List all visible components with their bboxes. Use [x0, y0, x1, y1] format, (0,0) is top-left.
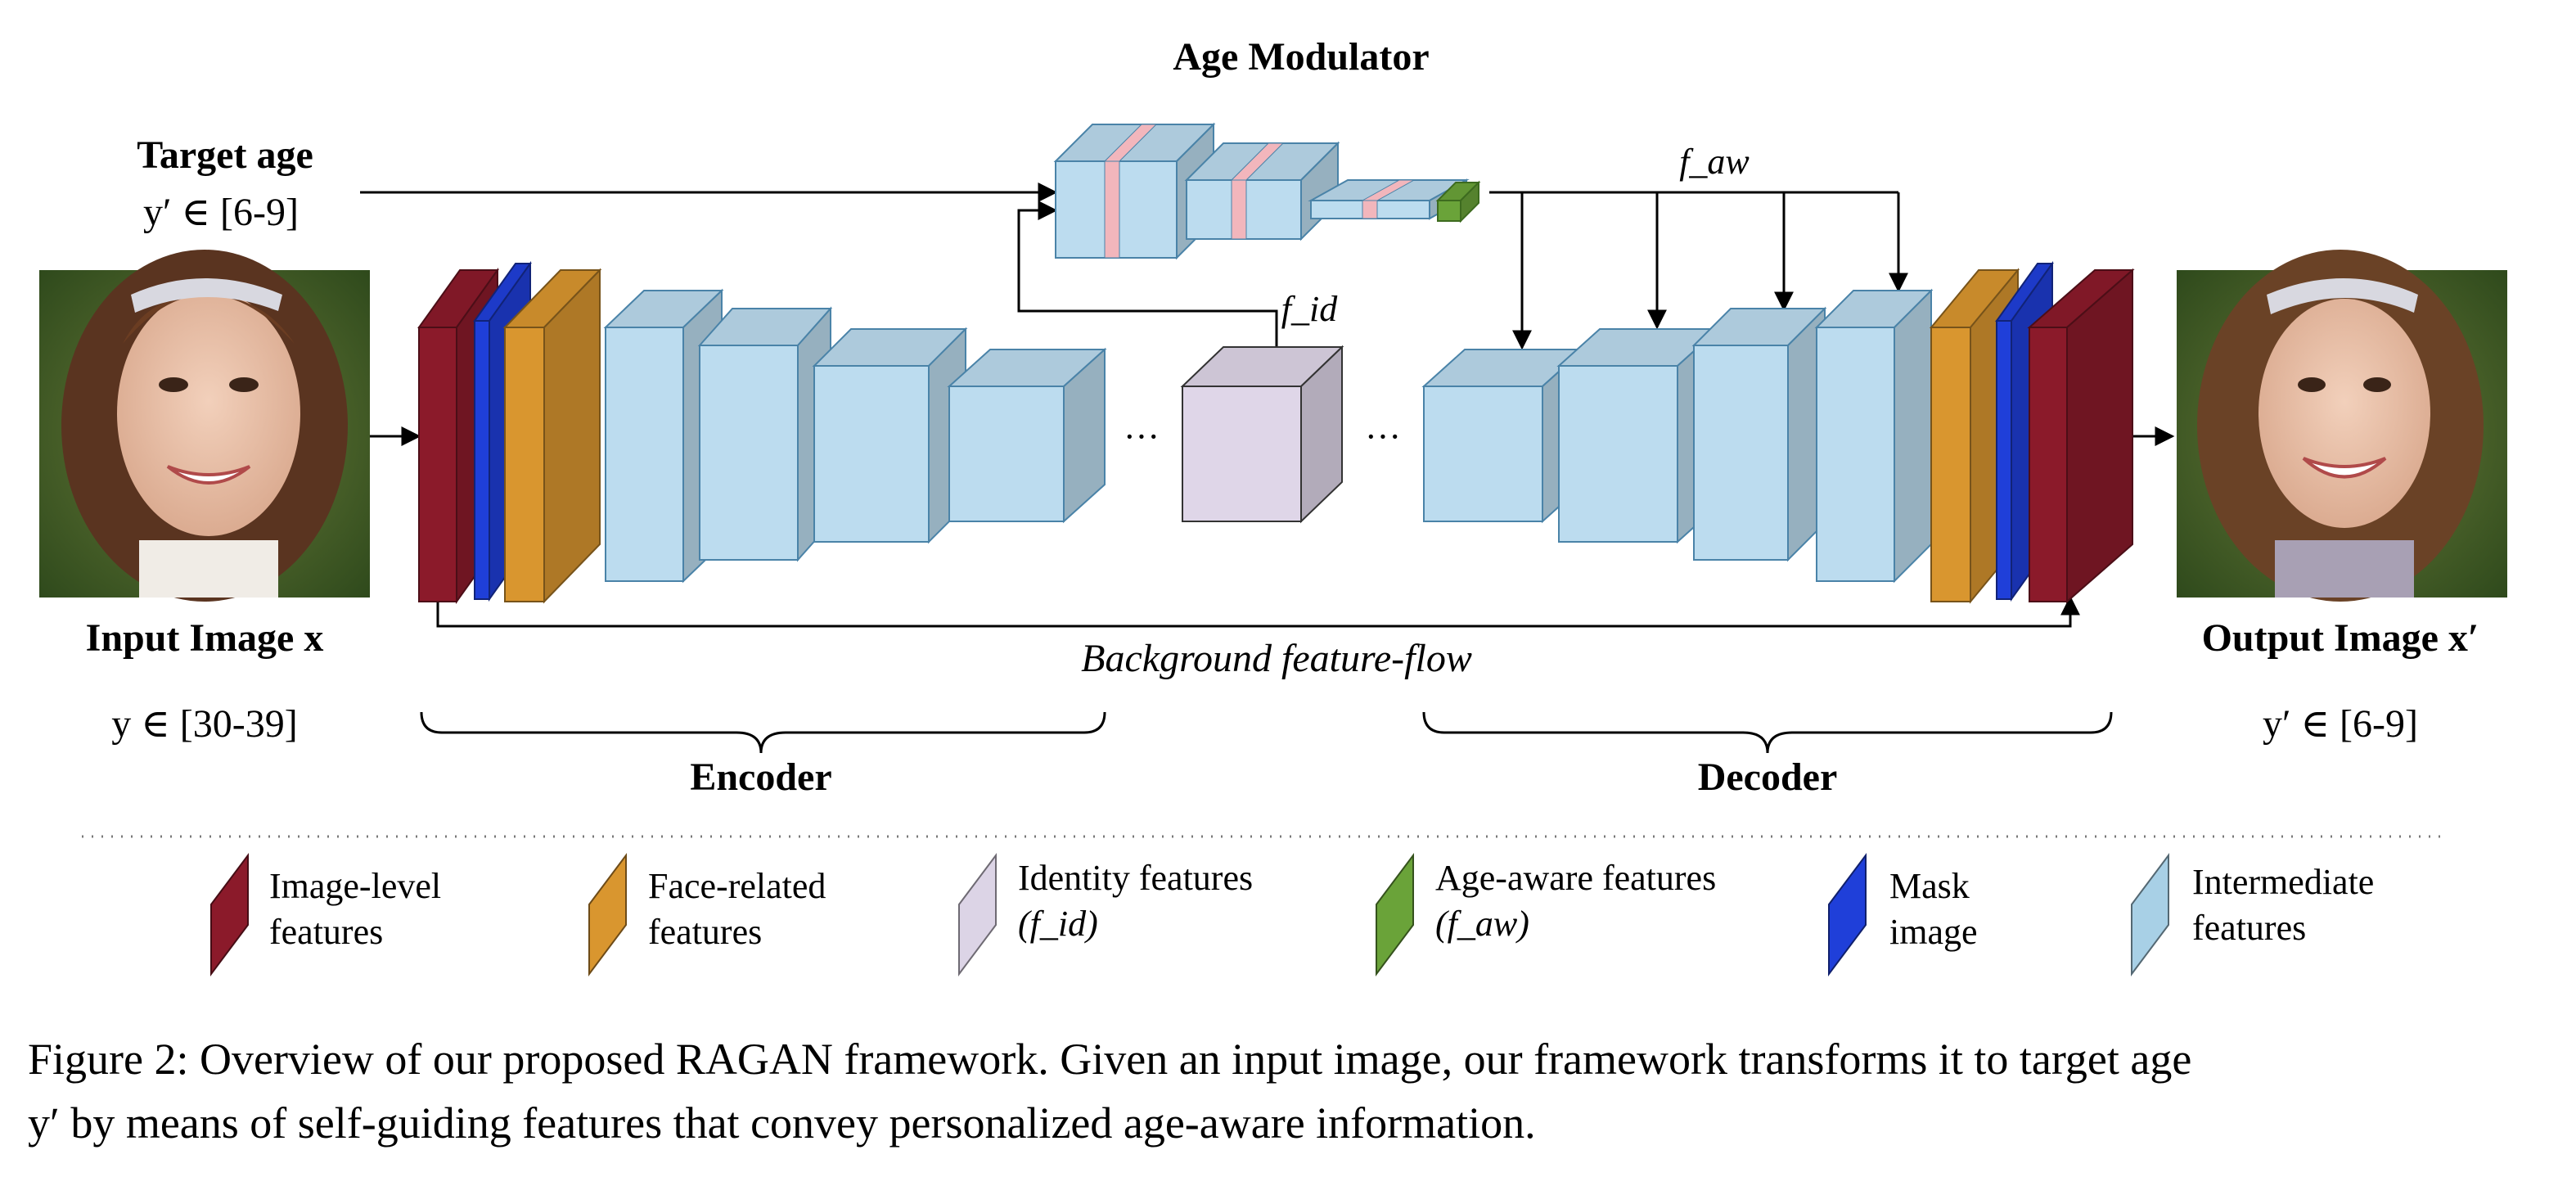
identity-feature-block-front — [1182, 386, 1302, 522]
legend-swatch-image-level — [210, 853, 249, 976]
decoder-label: Decoder — [1698, 755, 1838, 799]
decoder-intermediate-block-1-front — [1423, 386, 1543, 522]
legend-swatch-intermediate — [2131, 853, 2169, 976]
legend-face-related-line1: Face-related — [648, 866, 826, 906]
legend-intermediate-line1: Intermediate — [2192, 862, 2375, 902]
encoder-brace — [420, 711, 1106, 754]
decoder-intermediate-block-3 — [1691, 306, 1827, 562]
decoder-face-related-block-front — [1930, 327, 1971, 602]
encoder-intermediate-block-3-front — [813, 365, 930, 543]
encoder-intermediate-block-2 — [697, 306, 833, 562]
decoder-mask-block-front — [1996, 320, 2012, 600]
encoder-face-related-block-front — [504, 327, 545, 602]
legend-intermediate-line2: features — [2192, 908, 2307, 948]
decoder-brace — [1422, 711, 2113, 754]
modulator-block-2 — [1184, 141, 1340, 241]
encoder-image-level-block-front — [418, 327, 457, 602]
modulator-block-3-stripe-top — [1361, 179, 1416, 201]
legend-identity-line2: (f_id) — [1018, 904, 1098, 944]
age-modulator-title: Age Modulator — [1173, 35, 1429, 79]
output-image-label: Output Image x′ — [2202, 616, 2479, 660]
encoder-label: Encoder — [690, 755, 831, 799]
modulator-block-1-stripe-top — [1103, 124, 1158, 162]
caption-line-1: Figure 2: Overview of our proposed RAGAN… — [28, 1035, 2192, 1084]
output-photo — [2177, 250, 2507, 602]
legend-mask: Mask image — [1870, 864, 1978, 955]
legend-identity: Identity features (f_id) — [998, 855, 1253, 947]
f-id-feedback-arrow — [1017, 201, 1278, 348]
target-age-range: y′ ∈ [6-9] — [143, 191, 299, 234]
encoder-intermediate-block-1-front — [605, 327, 684, 582]
connection-lines — [360, 183, 2175, 754]
age-aware-feature-block-front — [1437, 200, 1461, 222]
legend-swatches — [210, 853, 2169, 976]
f-id-label: f_id — [1281, 289, 1338, 329]
output-age-range: y′ ∈ [6-9] — [2263, 702, 2418, 746]
encoder-intermediate-block-2-front — [699, 345, 799, 561]
legend-swatch-identity — [958, 853, 997, 976]
f-aw-label: f_aw — [1679, 142, 1750, 182]
decoder-intermediate-block-2-front — [1558, 365, 1678, 543]
background-flow-arrow — [436, 595, 2080, 628]
input-age-range: y ∈ [30-39] — [111, 702, 297, 746]
legend-mask-line1: Mask — [1889, 866, 1970, 906]
decoder-image-level-block — [2027, 268, 2135, 604]
legend-mask-line2: image — [1889, 912, 1978, 952]
encoder-intermediate-block-4-front — [948, 386, 1065, 522]
modulator-block-2-stripe-top — [1230, 142, 1285, 181]
encoder-mask-block-front — [474, 320, 490, 600]
legend-age-aware: Age-aware features (f_aw) — [1416, 855, 1716, 947]
decoder-intermediate-block-4-side — [1894, 288, 1932, 584]
target-age-title: Target age — [137, 133, 313, 177]
encoder-intermediate-block-3 — [812, 327, 968, 544]
input-photo — [39, 250, 370, 602]
legend-age-aware-line2: (f_aw) — [1435, 904, 1529, 944]
modulator-block-2-stripe — [1231, 179, 1247, 240]
identity-feature-block — [1180, 345, 1344, 524]
modulator-block-1-stripe — [1104, 160, 1120, 259]
input-image-label: Input Image x — [86, 616, 324, 660]
decoder-intermediate-block-4 — [1814, 288, 1934, 584]
modulator-block-3-stripe — [1362, 200, 1378, 219]
background-flow-label: Background feature-flow — [1081, 637, 1472, 680]
encoder-ellipsis: ··· — [1124, 417, 1160, 457]
legend-face-related-line2: features — [648, 912, 763, 952]
legend-age-aware-line1: Age-aware features — [1435, 858, 1717, 898]
decoder-intermediate-block-3-front — [1693, 345, 1789, 561]
decoder-intermediate-block-4-front — [1816, 327, 1895, 582]
age-aware-feature-block — [1435, 180, 1481, 223]
encoder-intermediate-block-4 — [947, 347, 1107, 524]
decoder-image-level-block-front — [2029, 327, 2068, 602]
decoder-ellipsis: ··· — [1365, 417, 1401, 457]
legend-face-related: Face-related features — [628, 864, 826, 955]
legend-swatch-mask — [1828, 853, 1867, 976]
figure-caption: Figure 2: Overview of our proposed RAGAN… — [28, 1027, 2556, 1155]
feature-blocks — [417, 122, 2135, 605]
legend-swatch-age-aware — [1376, 853, 1414, 976]
legend-image-level: Image-level features — [250, 864, 441, 955]
legend-image-level-line1: Image-level — [269, 866, 442, 906]
decoder-intermediate-block-1 — [1421, 347, 1586, 524]
legend-identity-line1: Identity features — [1018, 858, 1254, 898]
encoder-face-related-block-side — [543, 268, 601, 604]
legend-intermediate: Intermediate features — [2173, 859, 2374, 951]
decoder-image-level-block-side — [2066, 268, 2133, 604]
legend-swatch-face-related — [588, 853, 627, 976]
encoder-face-related-block — [502, 268, 602, 604]
legend-image-level-line2: features — [269, 912, 384, 952]
caption-line-2: y′ by means of self-guiding features tha… — [28, 1098, 1536, 1148]
